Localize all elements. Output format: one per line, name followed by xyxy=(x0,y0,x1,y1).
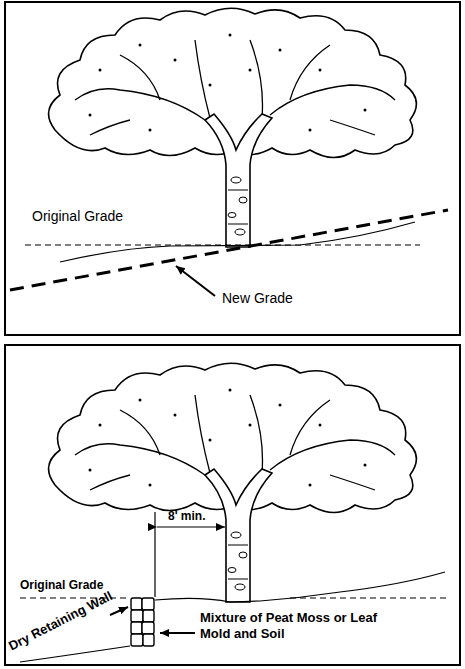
tree xyxy=(49,363,417,602)
original-grade-line xyxy=(290,597,450,598)
grade-label: Original Grade xyxy=(32,208,123,225)
dimension-line xyxy=(157,526,225,527)
grade-label: Original Grade xyxy=(20,578,103,592)
ground-line xyxy=(155,572,445,602)
dimension-label: 8' min. xyxy=(168,509,206,523)
panel-frame xyxy=(5,2,460,335)
panel-frame xyxy=(5,345,460,665)
grade-label: New Grade xyxy=(222,290,293,307)
leader-arrow xyxy=(176,266,215,296)
ground-line xyxy=(60,222,415,262)
retaining-wall xyxy=(131,598,154,646)
ground-line xyxy=(20,646,130,662)
leader-arrow xyxy=(160,632,195,634)
fill-note: Mixture of Peat Moss or Leaf Mold and So… xyxy=(200,610,380,641)
leader-arrow xyxy=(110,607,128,615)
dimension-line xyxy=(154,512,155,597)
